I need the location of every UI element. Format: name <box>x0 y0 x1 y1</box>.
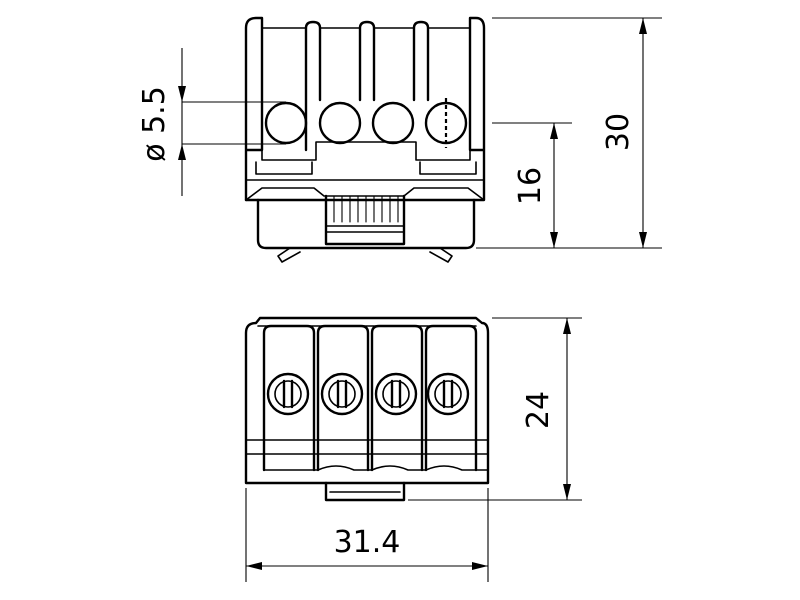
dimension-depth: 24 <box>408 317 582 501</box>
dimension-height-total: 30 <box>476 17 662 249</box>
diameter-label: ø 5.5 <box>137 86 172 162</box>
front-view <box>244 16 486 263</box>
height-entry-label: 16 <box>513 167 548 205</box>
screw-3 <box>374 372 418 416</box>
entry-hole-2 <box>318 101 362 145</box>
depth-label: 24 <box>521 391 556 429</box>
top-view <box>244 316 490 502</box>
screw-4 <box>426 372 470 416</box>
dimension-diameter: ø 5.5 <box>137 48 286 196</box>
dimension-width: 31.4 <box>245 488 489 582</box>
dimension-height-entry: 16 <box>492 122 572 248</box>
height-total-label: 30 <box>601 113 636 151</box>
entry-hole-1 <box>264 101 308 145</box>
width-label: 31.4 <box>334 525 401 560</box>
screw-1 <box>266 372 310 416</box>
entry-hole-3 <box>371 101 415 145</box>
screw-2 <box>320 372 364 416</box>
